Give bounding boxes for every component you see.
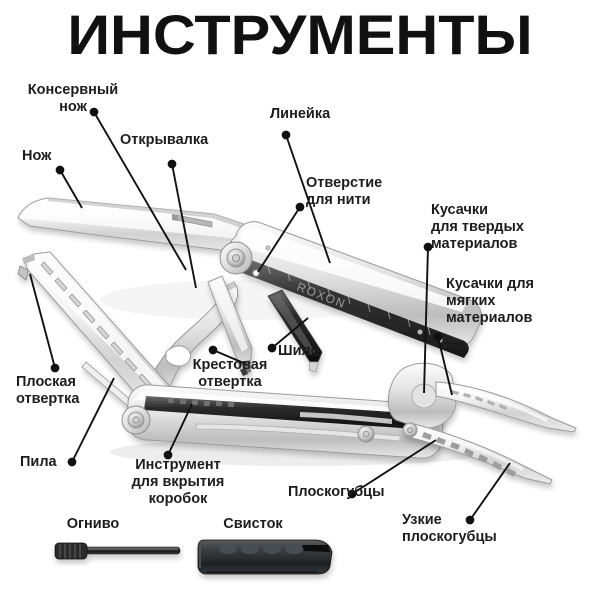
label-can-opener: Консервный нож — [27, 82, 119, 115]
label-pliers: Плоскогубцы — [288, 484, 385, 500]
label-phillips-screwdriver: Крестовая отвертка — [192, 357, 268, 390]
label-bottle-opener: Открывалка — [120, 132, 209, 148]
label-fire-starter: Огниво — [66, 516, 120, 532]
whistle-object — [197, 539, 333, 575]
label-box-opener: Инструмент для вкрытия коробок — [131, 457, 225, 507]
label-thread-hole: Отверстие для нити — [306, 175, 383, 208]
fire-starter-object — [54, 542, 181, 560]
label-knife: Нож — [22, 148, 52, 164]
page-title: ИНСТРУМЕНТЫ — [67, 3, 533, 66]
label-awl: Шило — [278, 343, 320, 359]
label-whistle: Свисток — [223, 516, 283, 532]
label-soft-cutters: Кусачки для мягких материалов — [446, 276, 534, 326]
label-needle-nose-pliers: Узкие плоскогубцы — [402, 512, 497, 545]
label-saw: Пила — [20, 454, 57, 470]
label-flat-screwdriver: Плоская отвертка — [16, 374, 80, 407]
label-hard-cutters: Кусачки для твердых материалов — [431, 202, 524, 252]
label-ruler: Линейка — [270, 106, 331, 122]
